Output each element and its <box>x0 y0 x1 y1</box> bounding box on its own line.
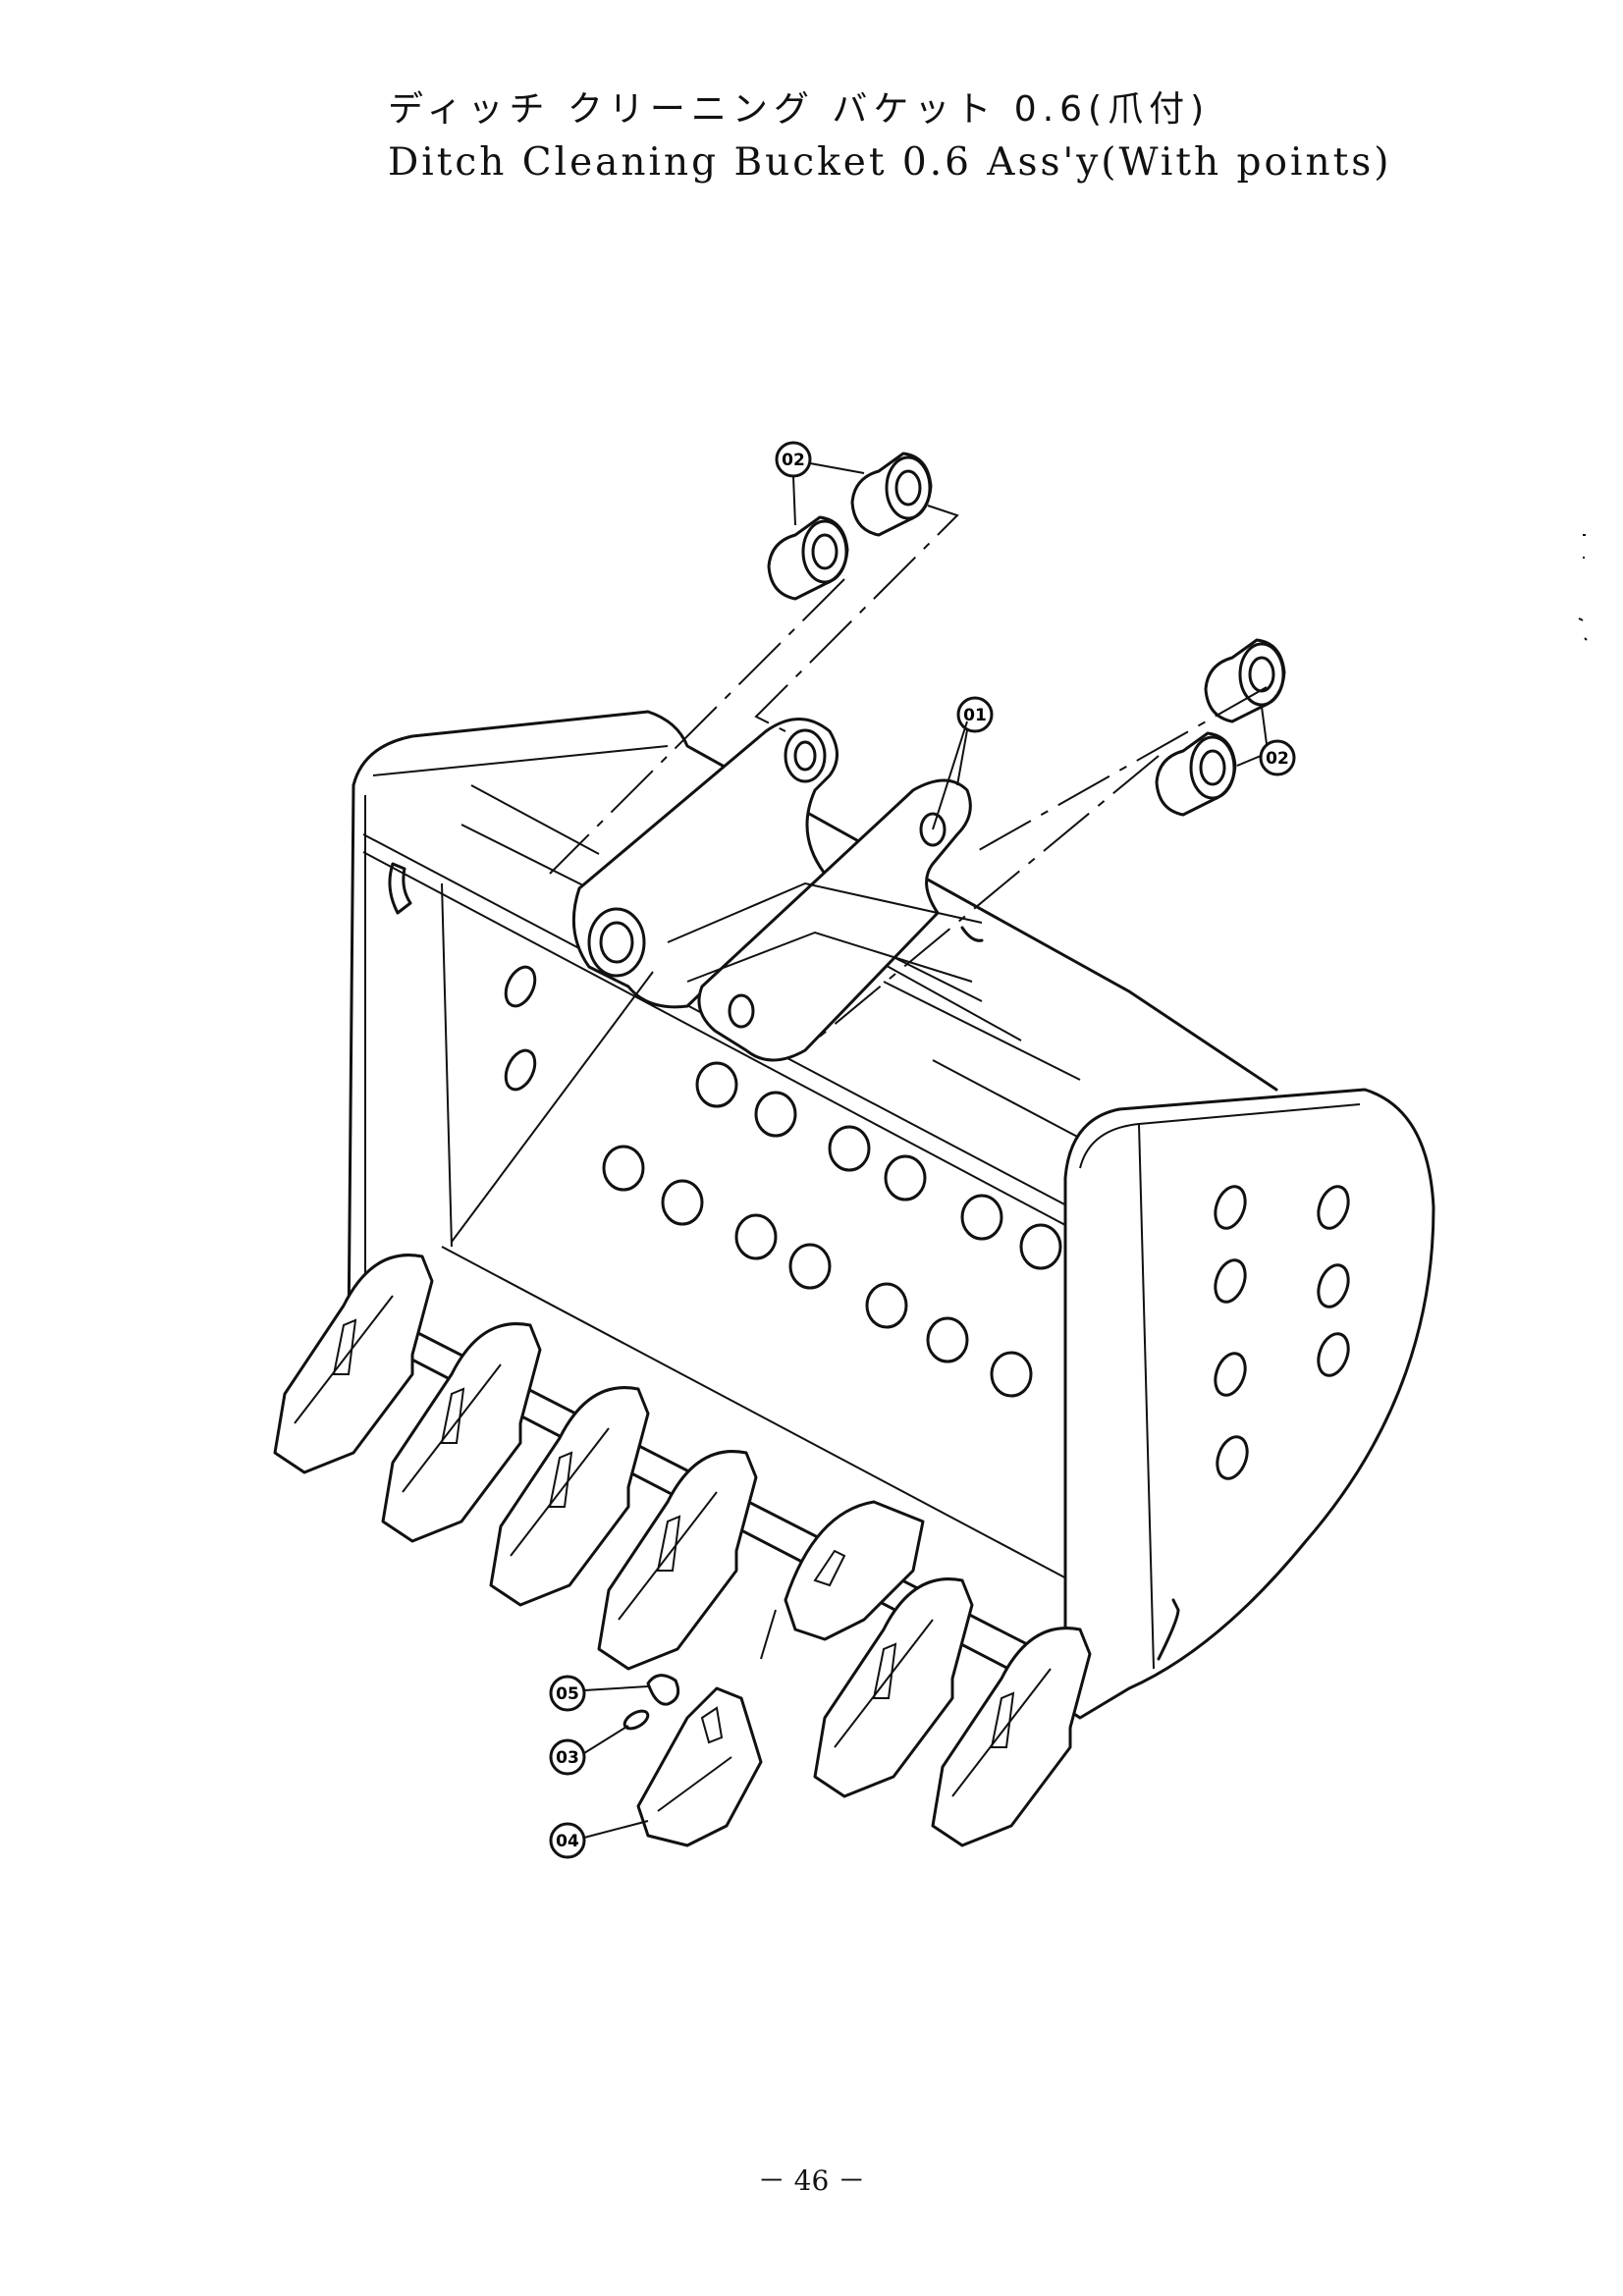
svg-text:01: 01 <box>963 706 987 725</box>
assembly-lines <box>451 505 1268 1660</box>
callout-05: 05 <box>549 1675 649 1712</box>
callout-04: 04 <box>549 1820 649 1859</box>
bushing-right-lower <box>1155 731 1237 817</box>
page-number: － 46 － <box>757 2164 866 2197</box>
scan-specks <box>1578 534 1588 641</box>
svg-text:03: 03 <box>556 1748 579 1768</box>
svg-text:02: 02 <box>782 451 805 470</box>
callout-02-right: 02 <box>1236 706 1296 776</box>
svg-text:04: 04 <box>556 1832 579 1851</box>
callout-02-top: 02 <box>775 441 865 526</box>
side-plate <box>1063 1088 1435 1720</box>
callout-01: 01 <box>956 696 994 786</box>
svg-text:05: 05 <box>556 1684 579 1704</box>
bushing-right-upper <box>1204 638 1286 723</box>
loose-tooth-parts <box>622 1674 763 1847</box>
title-english: Ditch Cleaning Bucket 0.6 Ass'y(With poi… <box>388 140 1392 185</box>
side-plate-holes <box>1214 1185 1350 1480</box>
mounting-brackets <box>571 718 984 1062</box>
bushing-top-right <box>850 452 933 537</box>
back-plate-holes <box>504 965 1062 1398</box>
callouts: 02 01 02 05 03 04 <box>549 441 1296 1859</box>
callout-03: 03 <box>549 1725 629 1776</box>
bushings <box>767 452 1286 817</box>
teeth <box>273 1254 1092 1847</box>
title-japanese: ディッチ クリーニング バケット 0.6(爪付) <box>388 89 1211 130</box>
bushing-top-left <box>767 515 849 601</box>
svg-text:02: 02 <box>1266 749 1289 769</box>
